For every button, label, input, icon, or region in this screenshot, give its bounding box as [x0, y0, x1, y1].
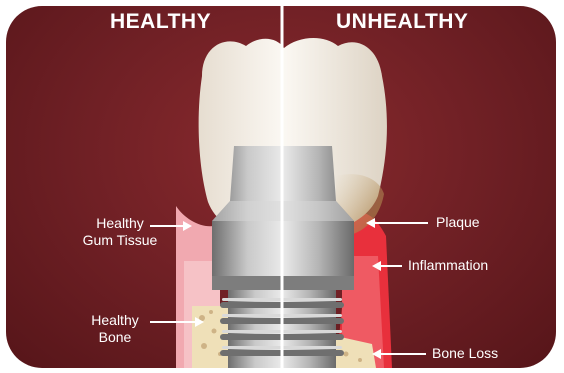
label-healthy-bone: Healthy Bone — [80, 312, 150, 346]
diagram-frame: HEALTHY UNHEALTHY Healthy Gum Tissue Hea… — [6, 6, 556, 368]
label-healthy-bone-line2: Bone — [80, 329, 150, 346]
label-healthy-gum-tissue: Healthy Gum Tissue — [74, 215, 166, 249]
heading-healthy: HEALTHY — [110, 10, 211, 34]
heading-unhealthy: UNHEALTHY — [336, 10, 468, 34]
label-healthy-gum-line2: Gum Tissue — [74, 232, 166, 249]
label-inflammation: Inflammation — [408, 257, 488, 274]
label-bone-loss: Bone Loss — [432, 345, 498, 362]
label-plaque: Plaque — [436, 214, 480, 231]
label-healthy-bone-line1: Healthy — [80, 312, 150, 329]
label-healthy-gum-line1: Healthy — [74, 215, 166, 232]
